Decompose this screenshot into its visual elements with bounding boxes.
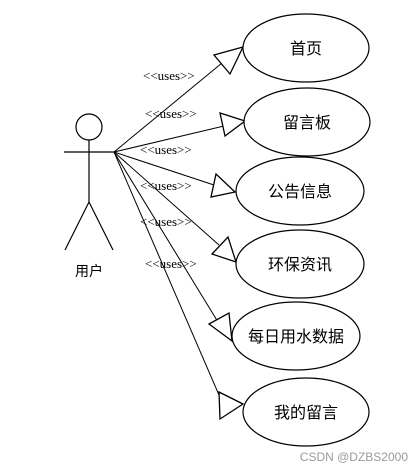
use-case-label-my-messages: 我的留言 bbox=[274, 403, 338, 422]
association-2: <<uses>> bbox=[113, 106, 247, 153]
actor-figure bbox=[64, 113, 114, 251]
association-5: <<uses>> bbox=[113, 151, 233, 343]
watermark: CSDN @DZBS2000 bbox=[299, 450, 408, 464]
use-case-message-board: 留言板 bbox=[243, 87, 371, 157]
association-3: <<uses>> bbox=[113, 142, 237, 198]
use-case-label-message-board: 留言板 bbox=[283, 113, 331, 132]
use-case-homepage: 首页 bbox=[242, 13, 370, 83]
stereotype-label-3: <<uses>> bbox=[140, 142, 192, 157]
stereotype-label-4: <<uses>> bbox=[140, 178, 192, 193]
arrowhead-5 bbox=[207, 311, 233, 343]
association-6: <<uses>> bbox=[113, 151, 245, 421]
use-case-label-environmental-news: 环保资讯 bbox=[268, 255, 332, 274]
use-case-label-homepage: 首页 bbox=[290, 39, 322, 58]
arrowhead-4 bbox=[210, 235, 238, 264]
use-case-daily-water-data: 每日用水数据 bbox=[231, 301, 361, 371]
stereotype-label-2: <<uses>> bbox=[145, 106, 197, 121]
actor-right-leg bbox=[88, 201, 114, 251]
use-case-label-announcements: 公告信息 bbox=[268, 182, 332, 201]
actor-head bbox=[75, 113, 103, 141]
use-case-my-messages: 我的留言 bbox=[242, 377, 370, 447]
actor-label: 用户 bbox=[75, 263, 103, 280]
use-case-label-daily-water-data: 每日用水数据 bbox=[248, 327, 344, 346]
arrowhead-3 bbox=[210, 172, 237, 198]
arrowhead-6 bbox=[218, 390, 245, 421]
stereotype-label-6: <<uses>> bbox=[145, 256, 197, 271]
use-case-environmental-news: 环保资讯 bbox=[235, 229, 365, 299]
arrowhead-2 bbox=[219, 112, 247, 138]
stereotype-label-5: <<uses>> bbox=[140, 214, 192, 229]
arrowhead-1 bbox=[212, 45, 245, 76]
stereotype-label-1: <<uses>> bbox=[143, 68, 195, 83]
actor-left-leg bbox=[64, 201, 90, 251]
use-case-announcements: 公告信息 bbox=[235, 156, 365, 226]
association-1: <<uses>> bbox=[113, 45, 245, 153]
association-4: <<uses>> bbox=[113, 151, 238, 264]
